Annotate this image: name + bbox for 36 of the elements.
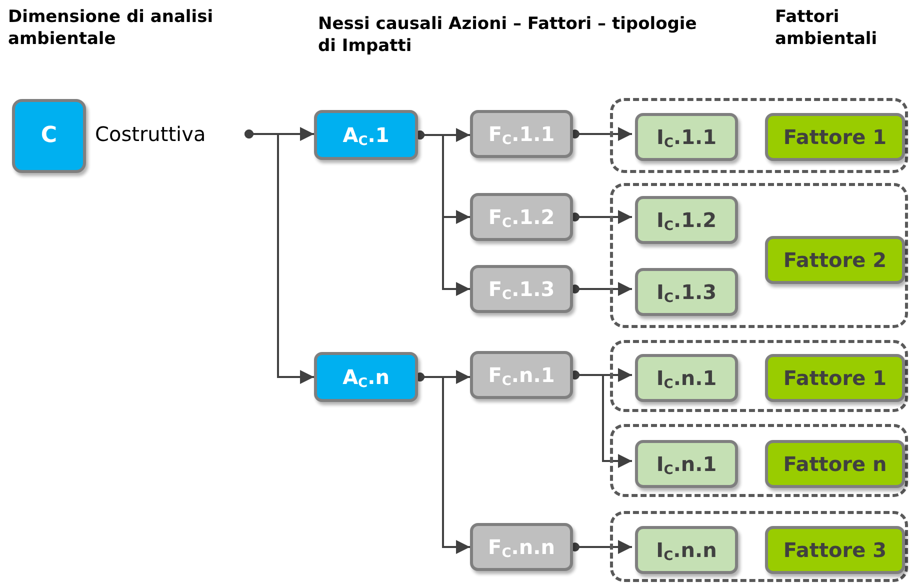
impact-box: I$_{C}$.1.3 bbox=[635, 268, 738, 316]
dashed-group-frame bbox=[610, 183, 908, 328]
factor-box: F$_{C}$.1.1 bbox=[470, 110, 573, 158]
column-heading: Nessi causali Azioni – Fattori – tipologie di Impatti bbox=[318, 13, 698, 58]
factor-box: F$_{C}$.1.2 bbox=[470, 193, 573, 241]
column-heading: Dimensione di analisi ambientale bbox=[8, 6, 214, 50]
factor-box: F$_{C}$.1.3 bbox=[470, 265, 573, 313]
connector-arrow bbox=[570, 282, 632, 296]
factor-box: F$_{C}$.n.n bbox=[470, 523, 573, 571]
category-box: C bbox=[12, 99, 86, 173]
impact-box: I$_{C}$.n.n bbox=[635, 526, 738, 574]
environmental-factor-box: Fattore 1 bbox=[765, 113, 905, 161]
connector-arrow bbox=[416, 130, 470, 296]
connector-arrow bbox=[416, 372, 470, 554]
dashed-group-frame bbox=[610, 340, 908, 412]
dashed-group-frame bbox=[610, 98, 908, 173]
environmental-factor-box: Fattore 1 bbox=[765, 354, 905, 402]
factor-box: F$_{C}$.n.1 bbox=[470, 351, 573, 399]
environmental-factor-box: Fattore 3 bbox=[765, 526, 905, 574]
environmental-factor-box: Fattore n bbox=[765, 440, 905, 488]
connector-arrow bbox=[570, 127, 632, 141]
connector-arrow bbox=[570, 210, 632, 224]
connector-arrow bbox=[244, 130, 314, 384]
connector-arrow bbox=[570, 540, 632, 554]
dashed-group-frame bbox=[610, 511, 908, 582]
impact-box: I$_{C}$.1.1 bbox=[635, 113, 738, 161]
connector-arrow bbox=[570, 370, 632, 468]
impact-box: I$_{C}$.n.1 bbox=[635, 354, 738, 402]
action-box: A$_{C}$.n bbox=[314, 352, 418, 402]
column-heading: Fattori ambientali bbox=[775, 6, 878, 50]
category-label: Costruttiva bbox=[95, 118, 247, 150]
dashed-group-frame bbox=[610, 424, 908, 497]
impact-box: I$_{C}$.n.1 bbox=[635, 440, 738, 488]
environmental-factor-box: Fattore 2 bbox=[765, 236, 905, 284]
impact-box: I$_{C}$.1.2 bbox=[635, 196, 738, 244]
action-box: A$_{C}$.1 bbox=[314, 110, 418, 160]
